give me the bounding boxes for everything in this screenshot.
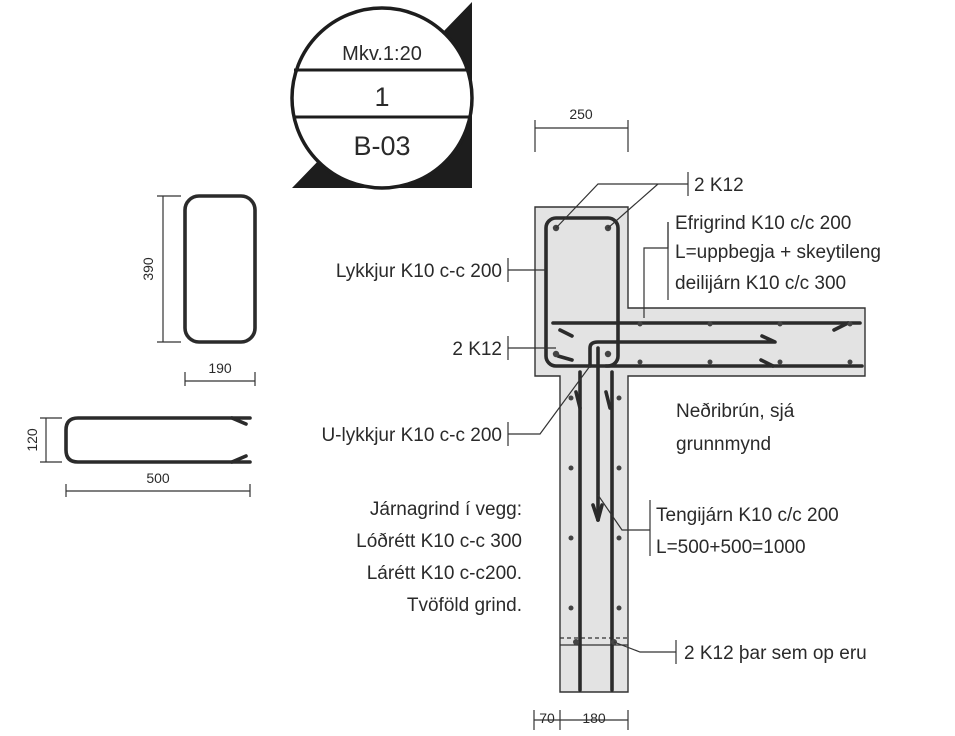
leader-lines bbox=[507, 172, 689, 664]
label-connection-1: Tengijárn K10 c/c 200 bbox=[656, 505, 839, 526]
label-lower-edge-2: grunnmynd bbox=[676, 434, 771, 455]
detail-number: 1 bbox=[374, 82, 389, 112]
u-bar-shape: 120 500 bbox=[24, 416, 252, 497]
title-block: Mkv.1:20 1 B-03 bbox=[290, 2, 474, 190]
slab-u-bar bbox=[588, 334, 777, 368]
label-upper-grid-2: L=uppbegja + skeytileng bbox=[675, 242, 881, 263]
u-bar bbox=[64, 416, 252, 464]
stirrup-shape: 390 190 bbox=[140, 194, 257, 386]
stirrup-height-dim: 390 bbox=[140, 257, 156, 281]
label-wall-grid-2: Lóðrétt K10 c-c 300 bbox=[356, 531, 522, 552]
sheet-number: B-03 bbox=[353, 131, 410, 161]
column-width-dim: 250 bbox=[569, 106, 593, 122]
label-upper-grid-1: Efrigrind K10 c/c 200 bbox=[675, 213, 851, 234]
label-connection-2: L=500+500=1000 bbox=[656, 537, 806, 558]
label-stirrups: Lykkjur K10 c-c 200 bbox=[336, 261, 502, 282]
label-wall-grid-1: Járnagrind í vegg: bbox=[370, 499, 522, 520]
annotations: 2 K12 Efrigrind K10 c/c 200 L=uppbegja +… bbox=[321, 175, 881, 664]
section-view: 250 70 180 bbox=[533, 106, 866, 730]
label-wall-grid-4: Tvöföld grind. bbox=[407, 595, 522, 616]
wall-offset-dim: 70 bbox=[539, 710, 555, 726]
u-bar-length-dim: 500 bbox=[146, 470, 170, 486]
label-opening-bars: 2 K12 þar sem op eru bbox=[684, 643, 867, 664]
label-lower-edge-1: Neðribrún, sjá bbox=[676, 401, 795, 422]
column-stirrup bbox=[544, 216, 620, 368]
stirrup-bar bbox=[183, 194, 257, 344]
label-top-bars: 2 K12 bbox=[694, 175, 744, 196]
u-bar-height-dim: 120 bbox=[24, 428, 40, 452]
stirrup-width-dim: 190 bbox=[208, 360, 232, 376]
label-upper-grid-3: deilijárn K10 c/c 300 bbox=[675, 273, 846, 294]
title-block-circle bbox=[290, 6, 474, 190]
label-u-stirrups: U-lykkjur K10 c-c 200 bbox=[321, 425, 502, 446]
scale-label: Mkv.1:20 bbox=[342, 43, 422, 65]
label-bottom-bars: 2 K12 bbox=[452, 339, 502, 360]
label-wall-grid-3: Lárétt K10 c-c200. bbox=[367, 563, 522, 584]
wall-thickness-dim: 180 bbox=[582, 710, 606, 726]
